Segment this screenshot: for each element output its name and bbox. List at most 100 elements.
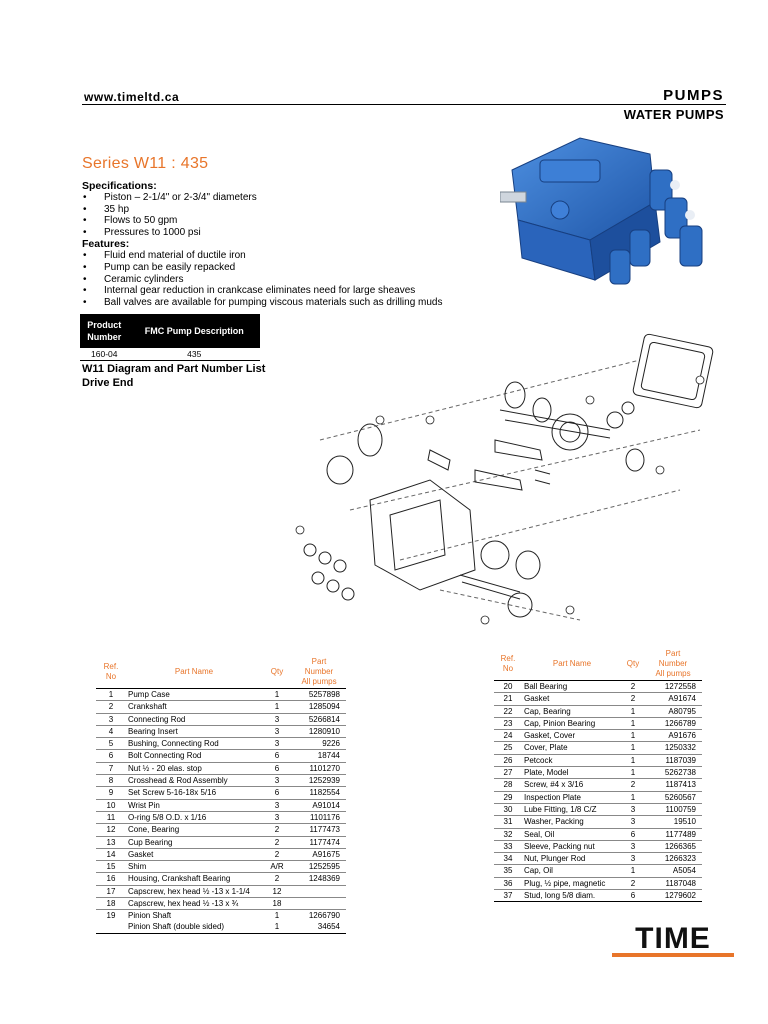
- logo-underline: [612, 953, 734, 957]
- qty-cell: 3: [622, 803, 644, 817]
- logo-wordmark: TIME: [635, 922, 711, 955]
- part-number-cell: 5262738: [644, 766, 702, 780]
- specifications-list: Piston – 2-1/4" or 2-3/4" diameters 35 h…: [82, 192, 482, 238]
- part-number-cell: 1252939: [292, 774, 346, 788]
- qty-cell: 2: [622, 778, 644, 792]
- part-name-cell: Washer, Packing: [522, 815, 622, 829]
- part-name-cell: Cap, Oil: [522, 864, 622, 878]
- part-name-cell: Nut ½ - 20 elas. stop: [126, 762, 262, 776]
- qty-header: Qty: [622, 648, 644, 681]
- ref-cell: 30: [494, 803, 522, 817]
- exploded-parts-diagram: [295, 333, 714, 625]
- part-number-cell: 1252595: [292, 860, 346, 874]
- ref-cell: 4: [96, 725, 126, 739]
- qty-cell: 1: [622, 791, 644, 804]
- part-name-header: Part Name: [126, 656, 262, 689]
- part-number-cell: 1177473: [292, 823, 346, 837]
- part-number-cell: 1280910: [292, 725, 346, 739]
- part-name-cell: Petcock: [522, 754, 622, 768]
- part-name-cell: Nut, Plunger Rod: [522, 852, 622, 866]
- ref-cell: 28: [494, 778, 522, 792]
- qty-cell: 3: [262, 774, 292, 788]
- part-name-cell: Set Screw 5-16-18x 5/16: [126, 786, 262, 800]
- part-number-cell: 1177489: [644, 828, 702, 841]
- qty-cell: 6: [262, 762, 292, 776]
- qty-cell: A/R: [262, 860, 292, 874]
- features-heading: Features:: [82, 238, 130, 251]
- qty-cell: 3: [262, 811, 292, 825]
- part-name-cell: Inspection Plate: [522, 791, 622, 804]
- ref-cell: 31: [494, 815, 522, 829]
- part-number-cell: 1248369: [292, 872, 346, 886]
- part-name-cell: Lube Fitting, 1/8 C/Z: [522, 803, 622, 817]
- qty-cell: 1: [622, 705, 644, 718]
- part-name-cell: Shim: [126, 860, 262, 874]
- ref-cell: 8: [96, 774, 126, 788]
- part-number-cell: 1279602: [644, 889, 702, 903]
- part-number-cell: [292, 885, 346, 899]
- part-name-cell: Stud, long 5/8 diam.: [522, 889, 622, 903]
- part-number-cell: 1101270: [292, 762, 346, 776]
- pump-photo: [500, 137, 703, 285]
- ref-cell: 32: [494, 828, 522, 841]
- feature-item: Internal gear reduction in crankcase eli…: [82, 285, 482, 297]
- part-name-cell: Plug, ½ pipe, magnetic: [522, 877, 622, 891]
- part-number-cell: 1187039: [644, 754, 702, 768]
- qty-cell: 6: [262, 749, 292, 763]
- part-name-header: Part Name: [522, 648, 622, 681]
- part-name-cell: Crosshead & Rod Assembly: [126, 774, 262, 788]
- part-number-cell: [292, 897, 346, 911]
- feature-item: Fluid end material of ductile iron: [82, 250, 482, 262]
- part-number-cell: 5257898: [292, 688, 346, 702]
- part-number-cell: A91014: [292, 799, 346, 812]
- description-header: FMC Pump Description: [128, 314, 260, 348]
- qty-cell: 1: [622, 766, 644, 780]
- part-name-cell: Housing, Crankshaft Bearing: [126, 872, 262, 886]
- qty-cell: 2: [262, 872, 292, 886]
- ref-cell: 33: [494, 840, 522, 854]
- qty-cell: 1: [262, 688, 292, 702]
- part-name-cell: Capscrew, hex head ½ -13 x ¾: [126, 897, 262, 911]
- ref-cell: 17: [96, 885, 126, 899]
- part-number-cell: A91676: [644, 729, 702, 743]
- qty-cell: 18: [262, 897, 292, 911]
- part-number-cell: A5054: [644, 864, 702, 878]
- part-number-cell: 1101176: [292, 811, 346, 825]
- qty-cell: 1: [622, 754, 644, 768]
- qty-cell: 3: [622, 852, 644, 866]
- product-description: 435: [128, 348, 260, 361]
- qty-cell: 3: [262, 799, 292, 812]
- specifications-heading: Specifications:: [82, 180, 157, 192]
- qty-cell: 3: [262, 713, 292, 726]
- part-name-cell: Gasket: [522, 692, 622, 706]
- qty-cell: 12: [262, 885, 292, 899]
- qty-cell: 2: [262, 836, 292, 849]
- qty-header: Qty: [262, 656, 292, 689]
- part-number-cell: 1285094: [292, 700, 346, 714]
- spec-item: Pressures to 1000 psi: [82, 227, 482, 239]
- part-name-cell: Bearing Insert: [126, 725, 262, 739]
